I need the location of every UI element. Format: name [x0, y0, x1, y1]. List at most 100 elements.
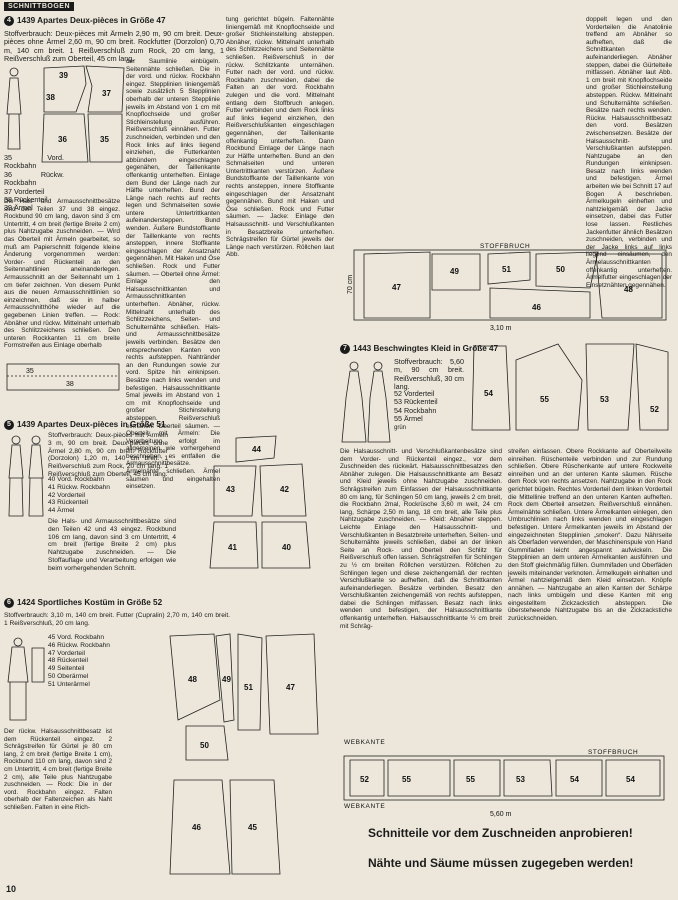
piece-item: 53 Rückenteil: [394, 397, 438, 407]
svg-text:40: 40: [282, 543, 291, 552]
section-7-number: 7: [340, 344, 350, 354]
piece-item: 37 Vorderteil: [4, 186, 45, 196]
svg-text:41: 41: [228, 543, 237, 552]
section-6-piece-list: 45 Vord. Rockbahn 46 Rückw. Rockbahn 47 …: [48, 634, 138, 689]
section-5-figure: [8, 435, 44, 517]
layout-1-height: 70 cm: [347, 275, 354, 294]
layout-2-width: 5,60 m: [490, 811, 512, 818]
section-5-number: 5: [4, 420, 14, 430]
layout-2-piece: 55: [466, 775, 475, 784]
section-4-intro: Stoffverbrauch: Deux-pièces mit Ärmeln 2…: [4, 29, 224, 64]
layout-2-fold-label: STOFFBRUCH: [588, 749, 638, 756]
section-6-intro: Stoffverbrauch: 3,10 m, 140 cm breit. Fu…: [4, 612, 230, 627]
layout-1-width: 3,10 m: [490, 325, 512, 332]
layout-1-piece: 46: [532, 303, 541, 312]
svg-text:48: 48: [188, 675, 197, 684]
piece-item: 45 Vord. Rockbahn: [48, 634, 105, 641]
section-5-pattern-figure: 44 43 42 41 40: [209, 435, 311, 569]
layout-2-piece: 54: [626, 775, 635, 784]
piece-item: 47 Vorderteil: [48, 649, 86, 657]
notice-seam-allowance: Nähte und Säume müssen zugegeben werden!: [368, 856, 634, 870]
layout-2-label-top: WEBKANTE: [344, 739, 385, 746]
piece-item: 49 Seitenteil: [48, 665, 85, 673]
section-7-title: 1443 Beschwingtes Kleid in Größe 47: [353, 344, 499, 354]
svg-text:55: 55: [540, 395, 549, 404]
section-4-title: 1439 Apartes Deux-pièces in Größe 47: [17, 16, 166, 26]
svg-text:35: 35: [100, 135, 109, 144]
section-7-intro: Stoffverbrauch: 5,60 m, 90 cm breit. Rei…: [394, 357, 464, 392]
piece-item: 43 Rückenteil: [48, 499, 88, 507]
section-6-text: Der rückw. Halsausschnittbesatz ist dem …: [4, 728, 112, 811]
section-6-number: 6: [4, 598, 14, 608]
svg-text:52: 52: [650, 405, 659, 414]
section-7-piece-list: 52 Vorderteil 53 Rückenteil 54 Rockbahn …: [394, 389, 464, 424]
piece-item: 51 Unterärmel: [48, 680, 90, 688]
piece-item: 52 Vorderteil: [394, 389, 435, 398]
piece-item: 38 Rückenteil: [4, 195, 48, 205]
layout-2-piece: 54: [570, 775, 579, 784]
section-4-text-right-b: doppelt legen und den Vorderteilen die A…: [586, 16, 672, 289]
layout-1-piece: 51: [502, 265, 511, 274]
section-7-text-a: Die Halsausschnitt- und Verschlußkantenb…: [340, 448, 502, 630]
layout-1-piece: 49: [450, 267, 459, 276]
section-6-figure: [7, 637, 45, 721]
section-4-small-layout: 35 38: [6, 363, 120, 391]
layout-2-piece: 55: [402, 775, 411, 784]
svg-text:54: 54: [484, 389, 493, 398]
section-tag: SCHNITTBOGEN: [4, 2, 74, 11]
section-5-intro: Stoffverbrauch: Deux-pièces mit Ärmeln 3…: [48, 432, 168, 478]
layout-2-piece: 53: [516, 775, 525, 784]
section-7-figure: [341, 361, 391, 443]
svg-text:37: 37: [102, 89, 111, 98]
svg-text:44: 44: [252, 445, 261, 454]
page-header: SCHNITTBOGEN: [4, 2, 674, 14]
layout-1-piece: 47: [392, 283, 401, 292]
layout-2-label-bottom: WEBKANTE: [344, 803, 385, 810]
piece-item: 36 Rückw. Rockbahn: [4, 169, 64, 188]
section-5-text: Die Hals- und Armausschnittbesätze sind …: [48, 518, 176, 572]
section-4-text-mid: der Saumlinie einbügeln. Seitennähte sch…: [126, 58, 220, 491]
piece-item: 54 Rockbahn: [394, 405, 437, 415]
svg-text:36: 36: [58, 135, 67, 144]
section-4-pattern-figure: 39 38 37 36 35: [6, 65, 125, 163]
svg-text:50: 50: [200, 741, 209, 750]
svg-text:53: 53: [600, 395, 609, 404]
section-4-text-right-a: tung gerichtet bügeln. Faltennähte linie…: [226, 16, 334, 259]
svg-text:35: 35: [26, 368, 34, 375]
svg-text:38: 38: [46, 93, 55, 102]
section-4-number: 4: [4, 16, 14, 26]
section-7-color-label: grün: [394, 425, 407, 431]
svg-text:42: 42: [280, 485, 289, 494]
piece-item: 46 Rückw. Rockbahn: [48, 641, 110, 649]
layout-2-piece: 52: [360, 775, 369, 784]
svg-text:46: 46: [192, 823, 201, 832]
svg-text:51: 51: [244, 683, 253, 692]
svg-text:43: 43: [226, 485, 235, 494]
layout-1-piece: 50: [556, 265, 565, 274]
svg-text:47: 47: [286, 683, 295, 692]
piece-item: 44 Ärmel: [48, 507, 75, 515]
piece-item: 41 Rückw. Rockbahn: [48, 483, 110, 491]
section-5-piece-list: 40 Vord. Rockbahn 41 Rückw. Rockbahn 42 …: [48, 476, 168, 515]
layout-1-fold-label: STOFFBRUCH: [480, 243, 530, 250]
svg-text:49: 49: [222, 675, 231, 684]
section-4-text-right-b-wrap: doppelt legen und den Vorderteilen die A…: [340, 16, 672, 289]
section-4-piece-list: 35 Vord. Rockbahn 36 Rückw. Rockbahn 37 …: [4, 153, 64, 213]
section-6-title: 1424 Sportliches Kostüm in Größe 52: [17, 598, 163, 608]
piece-item: 48 Rückenteil: [48, 657, 88, 665]
section-7-pattern-figure: 54 55 53 52: [471, 343, 669, 431]
section-5-title: 1439 Apartes Deux-pièces in Größe 51: [17, 420, 166, 430]
section-6-pattern-figure: 48 49 51 47 50 46 45: [169, 633, 319, 875]
svg-text:39: 39: [59, 71, 68, 80]
piece-item: 35 Vord. Rockbahn: [4, 153, 64, 171]
piece-item: 40 Vord. Rockbahn: [48, 476, 105, 483]
piece-item: 39 Ärmel: [4, 203, 33, 213]
section-4-text-left: Die Hals- und Armausschnittbesätze sind …: [4, 198, 120, 350]
piece-item: 50 Oberärmel: [48, 672, 89, 680]
section-7-text-b: streifen einfassen. Obere Rockkante auf …: [508, 448, 672, 623]
